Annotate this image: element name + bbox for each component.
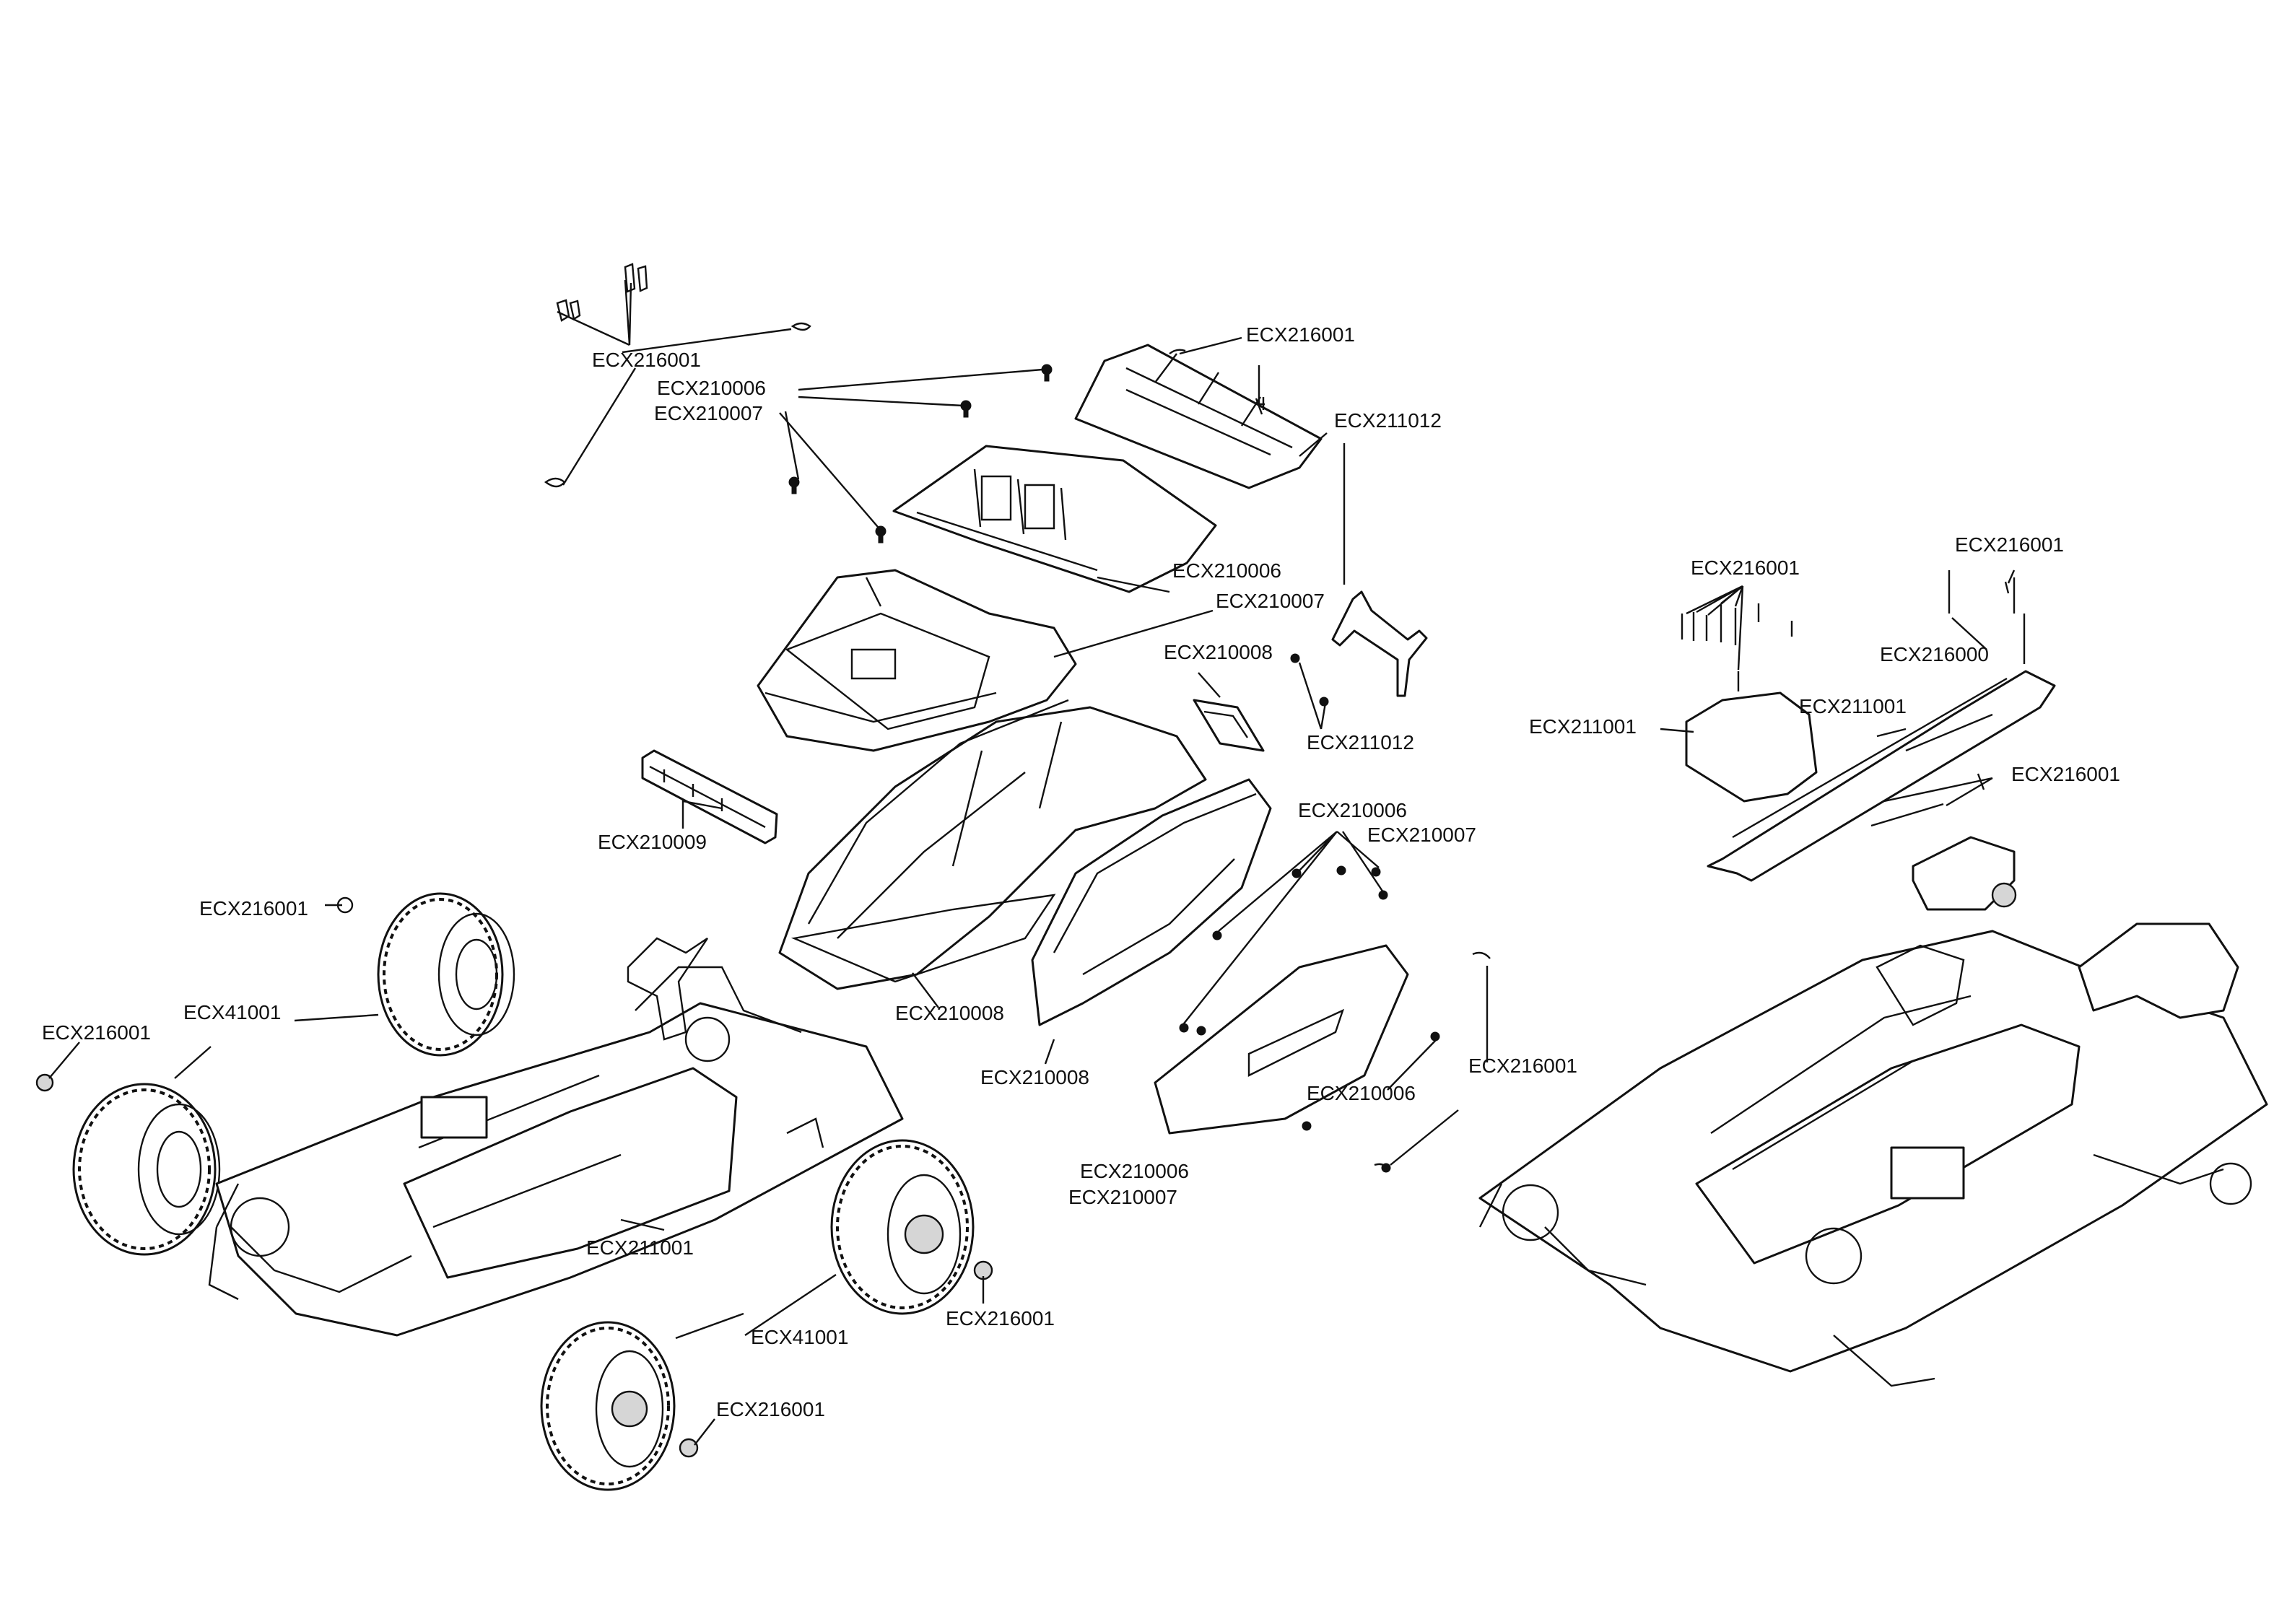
rear-bumper [641,749,778,844]
label-servo-pins: ECX216000 [1880,643,1989,665]
wheel-front-right [830,1139,975,1315]
label-panel-bottom-a: ECX210006 [1080,1160,1189,1182]
label-wheel-nut-top: ECX216001 [199,897,308,920]
label-servo-cover: ECX211001 [1529,715,1637,738]
label-servo-top-screws: ECX216001 [1955,533,2064,556]
label-body-screws-a1: ECX210006 [657,377,766,399]
label-clip-top-left: ECX216001 [592,349,701,371]
leader-lines [48,279,2016,1446]
hood-panel [892,445,1217,593]
label-servo-link: ECX216001 [2011,763,2120,785]
wheel-left-upper [377,892,515,1057]
label-rear-bumper: ECX210009 [598,831,707,853]
label-mount-screws: ECX211012 [1307,731,1414,754]
label-rear-cage: ECX210008 [980,1066,1089,1088]
side-panel [1154,865,1491,1173]
rear-roll-cage [1031,778,1272,1026]
label-body-screws-a2: ECX210007 [654,402,763,424]
label-servo-screws: ECX216001 [1691,556,1800,579]
chassis-left [208,937,904,1337]
label-panel-screws-b: ECX210007 [1367,824,1476,846]
label-chassis-main: ECX211001 [586,1236,694,1259]
label-body-b: ECX210007 [1216,590,1325,612]
side-plate [1193,699,1265,752]
label-side-plate: ECX210008 [1164,641,1273,663]
wheel-nuts [35,896,993,1458]
rear-wing [1074,344,1323,489]
label-wheel-nut-front: ECX216001 [946,1307,1055,1330]
label-body-a: ECX210006 [1172,559,1281,582]
label-panel-bottom-b: ECX210007 [1068,1186,1177,1208]
label-wing-mount: ECX211012 [1334,409,1442,432]
label-chassis-brace: ECX211001 [1799,695,1907,717]
wing-mount [1290,590,1428,707]
label-wheel-front: ECX41001 [751,1326,848,1348]
chassis-right [1478,922,2268,1387]
label-wheel-nut-left: ECX216001 [42,1021,151,1044]
label-panel-screws-a: ECX210006 [1298,799,1407,821]
wheel-front-left [540,1321,676,1491]
wheel-left-lower [72,1083,221,1256]
label-front-cage: ECX210008 [895,1002,1004,1024]
label-wheel-nut-front2: ECX216001 [716,1398,825,1420]
label-wheel-left-upper: ECX41001 [183,1001,281,1023]
body-shell [757,569,1077,752]
front-roll-cage [778,699,1207,990]
label-panel-clip: ECX216001 [1468,1055,1577,1077]
label-panel-screws-c: ECX210006 [1307,1082,1416,1104]
part-labels: ECX216001 ECX210006 ECX210007 ECX216001 … [42,323,2120,1420]
servo-group [1681,570,2056,911]
label-wing-clip: ECX216001 [1246,323,1355,346]
